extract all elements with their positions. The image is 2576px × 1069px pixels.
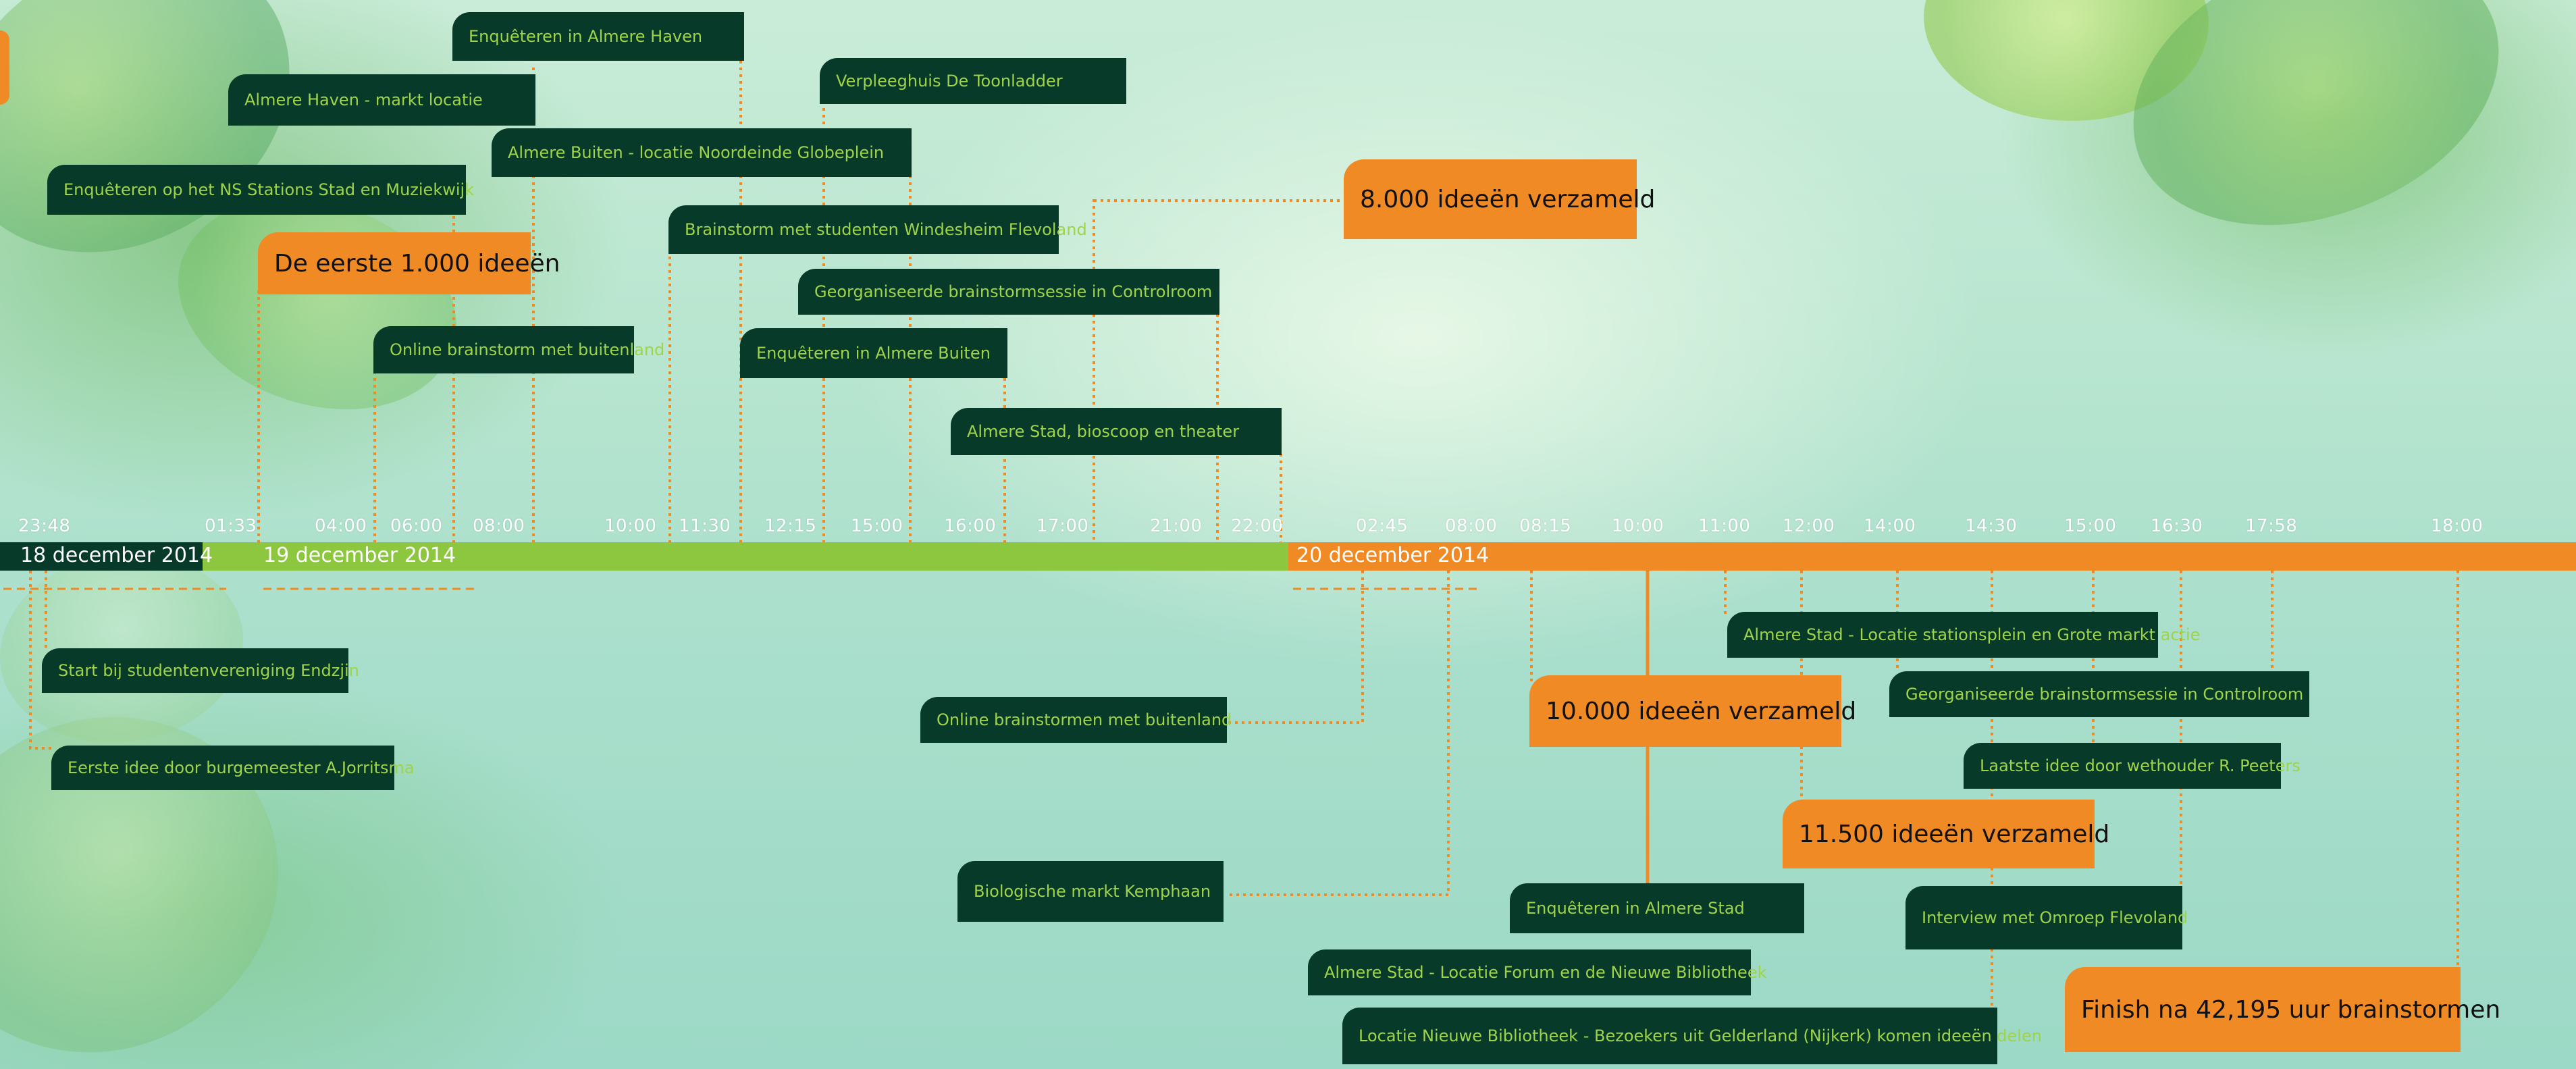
- event-card: Enquêteren in Almere Buiten: [740, 328, 1007, 378]
- time-label: 14:30: [1965, 516, 2018, 536]
- event-card: Almere Stad - Locatie stationsplein en G…: [1727, 612, 2200, 658]
- time-label: 11:00: [1698, 516, 1751, 536]
- time-label: 10:00: [604, 516, 657, 536]
- milestone-card: 8.000 ideeën verzameld: [1344, 159, 1655, 239]
- time-label: 08:00: [473, 516, 525, 536]
- connector-line: [29, 571, 54, 750]
- time-label: 23:48: [18, 516, 71, 536]
- time-label: 16:30: [2151, 516, 2203, 536]
- event-card: Almere Stad, bioscoop en theater: [951, 408, 1282, 455]
- milestone-card: Finish na 42,195 uur brainstormen: [2065, 967, 2500, 1052]
- event-card: Almere Stad - Locatie Forum en de Nieuwe…: [1308, 949, 1767, 995]
- event-card: Almere Haven - markt locatie: [228, 74, 535, 126]
- edge-tab: [0, 30, 9, 105]
- milestone-card: 10.000 ideeën verzameld: [1529, 675, 1856, 747]
- event-card: Almere Buiten - locatie Noordeinde Globe…: [492, 128, 912, 177]
- day-bar-19: [203, 542, 1288, 571]
- time-label: 16:00: [944, 516, 997, 536]
- event-card: Interview met Omroep Flevoland: [1905, 886, 2188, 949]
- time-label: 11:30: [679, 516, 731, 536]
- connector-line: [1226, 571, 1364, 724]
- event-card: Online brainstorm met buitenland: [373, 326, 664, 373]
- event-card: Biologische markt Kemphaan: [957, 861, 1224, 922]
- milestone-card: 11.500 ideeën verzameld: [1783, 800, 2109, 868]
- time-label: 08:15: [1519, 516, 1572, 536]
- time-label: 06:00: [390, 516, 443, 536]
- time-label: 02:45: [1356, 516, 1409, 536]
- time-label: 21:00: [1150, 516, 1203, 536]
- time-label: 22:00: [1231, 516, 1284, 536]
- event-card: Verpleeghuis De Toonladder: [820, 58, 1126, 104]
- event-card: Brainstorm met studenten Windesheim Flev…: [668, 205, 1087, 254]
- event-card: Online brainstormen met buitenland: [920, 697, 1232, 743]
- time-label: 18:00: [2431, 516, 2483, 536]
- time-label: 14:00: [1864, 516, 1916, 536]
- day-bar-20: [1288, 542, 2576, 571]
- event-card: Georganiseerde brainstormsessie in Contr…: [798, 269, 1219, 315]
- day-label-19: 19 december 2014: [263, 544, 456, 567]
- time-label: 12:15: [764, 516, 817, 536]
- time-label: 01:33: [205, 516, 257, 536]
- time-label: 08:00: [1445, 516, 1498, 536]
- time-label: 10:00: [1612, 516, 1664, 536]
- connector-line: [1226, 571, 1450, 896]
- time-label: 15:00: [851, 516, 903, 536]
- milestone-card: De eerste 1.000 ideeën: [258, 232, 560, 294]
- day-bar-18: [0, 542, 203, 571]
- event-card: Eerste idee door burgemeester A.Jorritsm…: [51, 746, 415, 790]
- day-label-18: 18 december 2014: [20, 544, 213, 567]
- event-card: Enquêteren op het NS Stations Stad en Mu…: [47, 165, 474, 215]
- time-label: 04:00: [315, 516, 367, 536]
- day-label-20: 20 december 2014: [1296, 544, 1490, 567]
- event-card: Enquêteren in Almere Haven: [452, 12, 744, 61]
- event-card: Start bij studentenvereniging Endzjin: [42, 648, 359, 693]
- time-label: 17:58: [2245, 516, 2298, 536]
- event-card: Laatste idee door wethouder R. Peeters: [1964, 743, 2301, 789]
- event-card: Georganiseerde brainstormsessie in Contr…: [1889, 671, 2309, 717]
- time-label: 15:00: [2064, 516, 2117, 536]
- time-label: 12:00: [1783, 516, 1835, 536]
- time-label: 17:00: [1036, 516, 1089, 536]
- event-card: Locatie Nieuwe Bibliotheek - Bezoekers u…: [1342, 1008, 2042, 1064]
- event-card: Enquêteren in Almere Stad: [1510, 883, 1804, 933]
